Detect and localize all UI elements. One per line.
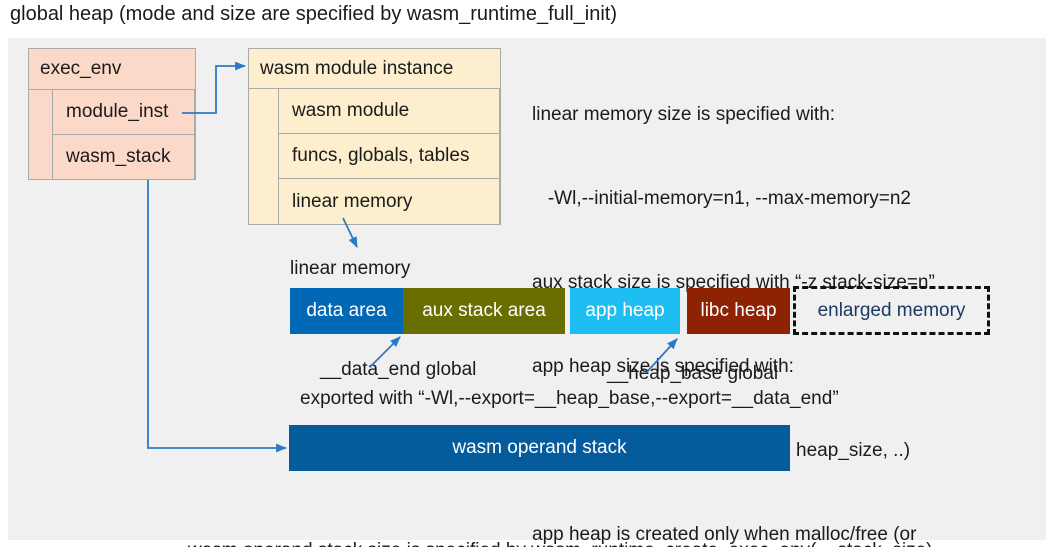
segment-libc-heap: libc heap: [687, 288, 790, 334]
note-line: app heap size is specified with:: [532, 356, 794, 377]
heap-base-global-label: __heap_base global: [607, 363, 779, 384]
wasm-operand-stack-box: wasm operand stack: [289, 425, 790, 471]
exec-env-row-wasm-stack: wasm_stack: [52, 135, 195, 180]
module-instance-row-wasm-module: wasm module: [278, 89, 500, 134]
segment-app-heap: app heap: [570, 288, 680, 334]
note-line: wasm operand stack size is specified by …: [188, 536, 933, 547]
exec-env-row-module-inst: module_inst: [52, 90, 195, 135]
linear-memory-label: linear memory: [290, 258, 411, 279]
segment-aux-stack-area: aux stack area: [403, 288, 565, 334]
stack-size-notes: wasm operand stack size is specified by …: [188, 478, 933, 547]
segment-data-area: data area: [290, 288, 403, 334]
exec-env-box: exec_env module_inst wasm_stack: [28, 48, 196, 180]
data-end-global-label: __data_end global: [320, 359, 477, 380]
exported-flags-label: exported with “-Wl,--export=__heap_base,…: [300, 388, 839, 409]
exec-env-header: exec_env: [29, 49, 195, 90]
linear-memory-bar: data area aux stack area app heap libc h…: [290, 288, 790, 334]
note-line: app heap is created only when malloc/fre…: [532, 524, 917, 545]
module-instance-box: wasm module instance wasm module funcs, …: [248, 48, 501, 225]
diagram-title: global heap (mode and size are specified…: [10, 3, 617, 25]
module-instance-row-linear-memory: linear memory: [278, 179, 500, 225]
module-instance-row-funcs-globals-tables: funcs, globals, tables: [278, 134, 500, 179]
note-line: -Wl,--initial-memory=n1, --max-memory=n2: [532, 188, 911, 209]
note-line: linear memory size is specified with:: [532, 104, 836, 125]
enlarged-memory-box: enlarged memory: [793, 286, 990, 335]
module-instance-header: wasm module instance: [249, 49, 500, 89]
